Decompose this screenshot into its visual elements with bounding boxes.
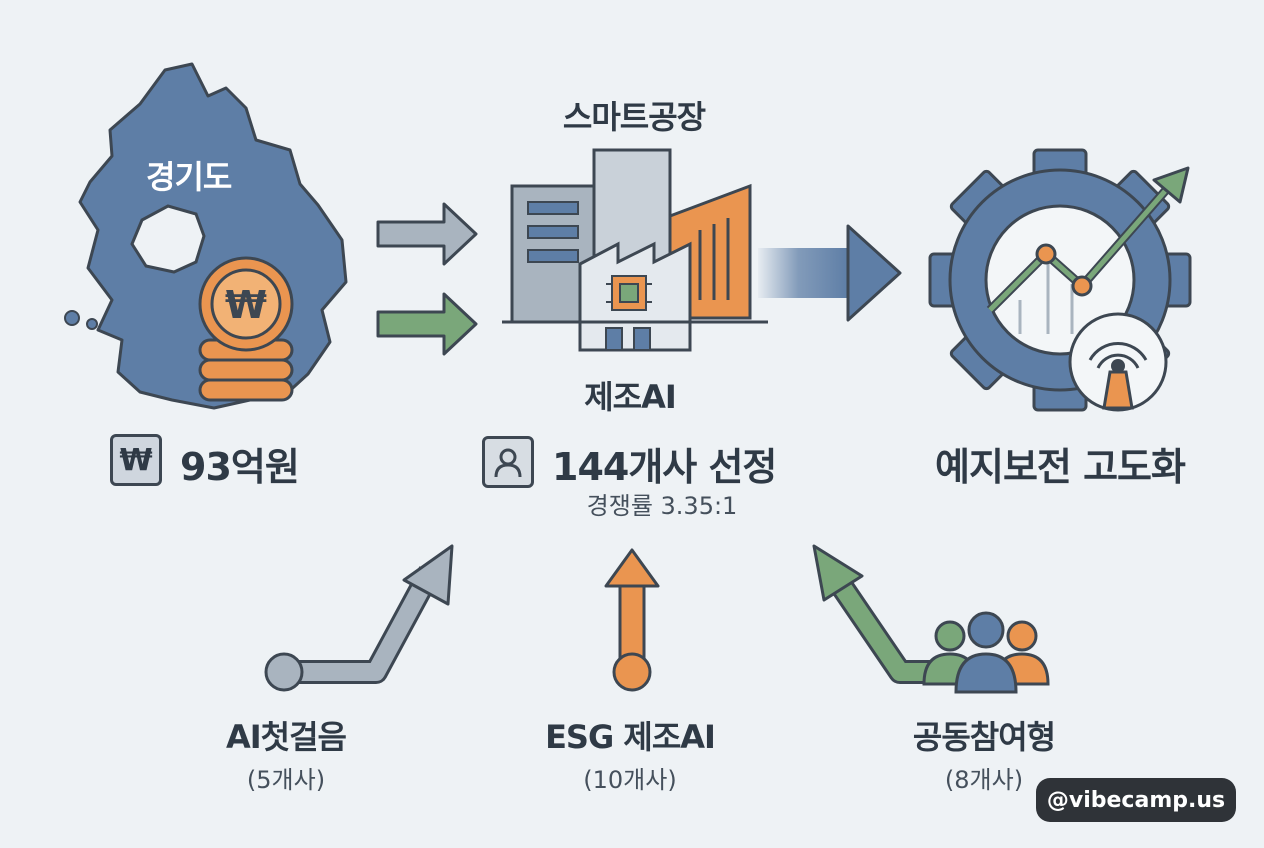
chip-icon — [606, 275, 652, 311]
arrow-joint-participation — [812, 544, 930, 684]
sensor-icon — [1068, 312, 1168, 412]
region-name: 경기도 — [146, 158, 232, 196]
won-symbol: ₩ — [119, 442, 153, 478]
smart-factory-icon — [502, 148, 768, 352]
program-count: (8개사) — [944, 766, 1024, 794]
selected-count: 144개사 선정 — [552, 445, 777, 489]
user-icon — [482, 436, 534, 488]
program-name: 공동참여형 — [912, 718, 1056, 756]
manufacturing-ai-label: 제조AI — [584, 378, 677, 416]
arrow-gray-right — [376, 202, 478, 266]
competition-ratio: 경쟁률 3.35:1 — [586, 492, 738, 520]
people-icon — [922, 611, 1050, 694]
arrow-ai-first-step — [264, 544, 454, 692]
won-icon: ₩ — [225, 283, 267, 327]
arrow-to-result — [758, 224, 902, 322]
result-label: 예지보전 고도화 — [935, 445, 1186, 489]
budget-amount: 93억원 — [180, 445, 300, 489]
arrow-esg — [604, 548, 660, 692]
program-name: ESG 제조AI — [545, 718, 716, 756]
user-glyph — [494, 448, 522, 478]
program-name: AI첫걸음 — [226, 718, 347, 756]
smart-factory-label: 스마트공장 — [562, 98, 706, 136]
coin-stack-icon: ₩ — [198, 256, 294, 402]
program-count: (10개사) — [583, 766, 677, 794]
program-count: (5개사) — [246, 766, 326, 794]
gear-icon — [928, 148, 1192, 412]
trend-arrow-icon — [986, 166, 1190, 314]
arrow-green-right — [376, 292, 478, 356]
watermark-badge: @vibecamp.us — [1036, 778, 1236, 822]
won-icon: ₩ — [110, 434, 162, 486]
